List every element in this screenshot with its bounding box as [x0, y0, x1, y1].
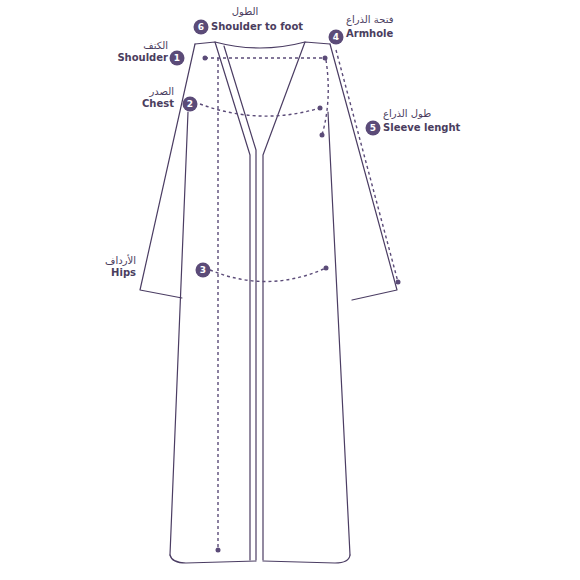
measure-label-arabic: طول الذراع [383, 108, 431, 120]
measure-dot [396, 280, 401, 285]
measure-label: Chest [142, 98, 174, 110]
callout-circle: 4 [328, 29, 344, 45]
callout-circle: 6 [193, 19, 209, 35]
measure-label-arabic: الصدر [149, 86, 174, 98]
callout-number: 1 [169, 50, 185, 66]
measure-label: Armhole [346, 28, 393, 40]
measure-label-arabic: الكتف [143, 40, 168, 52]
measure-label-arabic: الطول [232, 6, 258, 18]
right-hem [263, 555, 350, 563]
right-front-edge [263, 42, 305, 560]
right-side [328, 112, 350, 555]
measure-label-arabic: فتحة الذراع [346, 14, 393, 26]
measure-label: Hips [111, 267, 136, 279]
armhole-measure [322, 60, 328, 135]
sleeve-measure [336, 50, 398, 282]
left-hem [170, 555, 256, 563]
callout-circle: 1 [169, 50, 185, 66]
measure-label-arabic: الأرداف [105, 255, 136, 267]
length-measure [217, 58, 218, 550]
left-front-edge [215, 42, 250, 560]
measure-dot [318, 106, 323, 111]
callout-number: 5 [365, 120, 381, 136]
measure-label: Shoulder [117, 52, 168, 64]
callout-circle: 3 [195, 262, 211, 278]
measure-dot [320, 133, 325, 138]
callout-circle: 2 [182, 96, 198, 112]
measure-dot [323, 56, 328, 61]
hips-measure [210, 268, 326, 282]
measure-label: Sleeve lenght [383, 122, 460, 134]
callout-number: 3 [195, 262, 211, 278]
callout-circle: 5 [365, 120, 381, 136]
left-sleeve [140, 44, 195, 298]
chest-measure [200, 104, 320, 116]
callout-number: 4 [328, 29, 344, 45]
measure-dot [216, 548, 221, 553]
shoulder-measure [205, 57, 325, 58]
left-side [170, 112, 188, 555]
measure-dot [203, 56, 208, 61]
callout-number: 2 [182, 96, 198, 112]
measure-dot [324, 266, 329, 271]
measure-label: Shoulder to foot [211, 21, 303, 33]
right-sleeve [330, 44, 397, 300]
callout-number: 6 [193, 19, 209, 35]
left-lapel [224, 46, 256, 560]
